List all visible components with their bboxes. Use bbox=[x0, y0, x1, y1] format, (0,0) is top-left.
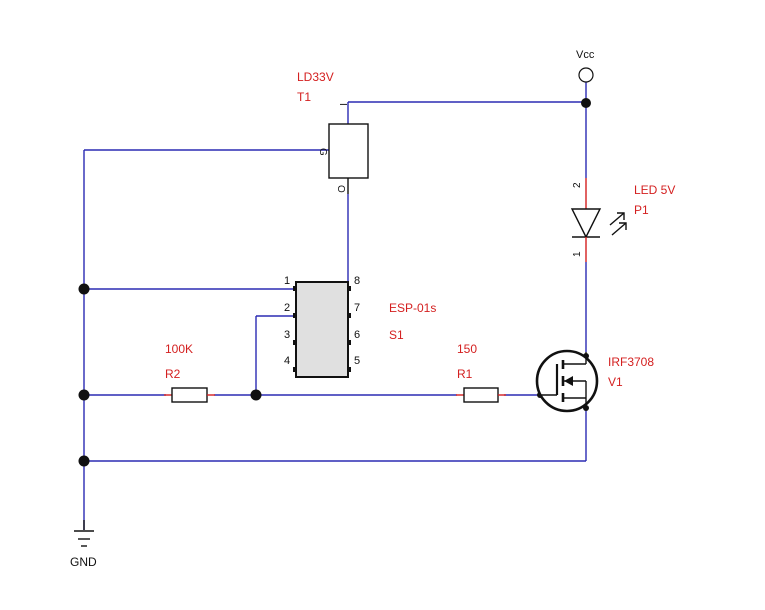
esp-pin-label-1: 1 bbox=[284, 275, 290, 287]
r1-ref-label: R1 bbox=[457, 367, 473, 381]
esp-pin-stub-1 bbox=[293, 286, 297, 291]
r1-value-label: 150 bbox=[457, 342, 477, 356]
gnd-label: GND bbox=[70, 555, 97, 569]
led-arrowhead-2 bbox=[619, 222, 627, 230]
esp-pin-stub-8 bbox=[347, 286, 351, 291]
junction-r2-left bbox=[78, 389, 90, 401]
esp-pin-stub-4 bbox=[293, 367, 297, 372]
esp-ref-label: S1 bbox=[389, 328, 404, 342]
regulator-pin-gnd: G bbox=[317, 148, 328, 156]
led-triangle bbox=[570, 208, 602, 239]
mosfet-ref-label: V1 bbox=[608, 375, 623, 389]
wires bbox=[83, 82, 587, 530]
led-p1: 2 1 LED 5V P1 bbox=[570, 178, 675, 262]
resistor-r2: 100K R2 bbox=[164, 342, 215, 403]
r2-value-label: 100K bbox=[165, 342, 193, 356]
resistor-r1: 150 R1 bbox=[456, 342, 506, 403]
r1-body bbox=[463, 387, 499, 403]
esp-pin-stub-7 bbox=[347, 313, 351, 318]
esp-pin-label-7: 7 bbox=[354, 302, 360, 314]
ground-symbol: GND bbox=[70, 520, 97, 569]
r2-body bbox=[171, 387, 208, 403]
esp-s1: 1 2 3 4 8 7 6 5 ESP-01s S1 bbox=[284, 275, 436, 378]
led-arrowhead-1 bbox=[617, 212, 625, 220]
regulator-pin-in: I bbox=[337, 103, 348, 106]
esp-pin-stub-6 bbox=[347, 340, 351, 345]
mosfet-type-label: IRF3708 bbox=[608, 355, 654, 369]
esp-pin-label-4: 4 bbox=[284, 355, 290, 367]
led-arrow-2 bbox=[611, 222, 627, 236]
regulator-type-label: LD33V bbox=[297, 70, 334, 84]
vcc-terminal: Vcc bbox=[576, 49, 595, 83]
regulator-t1: I G O LD33V T1 bbox=[297, 70, 369, 194]
esp-type-label: ESP-01s bbox=[389, 301, 436, 315]
regulator-pin-out: O bbox=[335, 185, 346, 193]
junction-r2-right bbox=[250, 389, 262, 401]
esp-pin-label-3: 3 bbox=[284, 329, 290, 341]
vcc-terminal-circle bbox=[578, 67, 594, 83]
esp-pin-label-2: 2 bbox=[284, 302, 290, 314]
esp-pin-stub-2 bbox=[293, 313, 297, 318]
esp-pin-label-8: 8 bbox=[354, 275, 360, 287]
vcc-label: Vcc bbox=[576, 49, 595, 61]
mosfet-arrow bbox=[564, 376, 573, 386]
esp-pin-stub-3 bbox=[293, 340, 297, 345]
r2-ref-label: R2 bbox=[165, 367, 181, 381]
esp-pin-label-5: 5 bbox=[354, 355, 360, 367]
mosfet-v1: IRF3708 V1 bbox=[535, 349, 654, 413]
regulator-body bbox=[328, 123, 369, 179]
led-arrow-1 bbox=[609, 212, 625, 226]
led-type-label: LED 5V bbox=[634, 183, 675, 197]
junction-gnd-bottom bbox=[78, 455, 90, 467]
junction-pin1 bbox=[78, 283, 90, 295]
esp-pin-stub-5 bbox=[347, 367, 351, 372]
led-ref-label: P1 bbox=[634, 203, 649, 217]
junction-vcc bbox=[581, 98, 591, 108]
led-pin-anode: 2 bbox=[572, 182, 583, 188]
led-pin-cathode: 1 bbox=[572, 251, 583, 257]
esp-pin-label-6: 6 bbox=[354, 329, 360, 341]
esp-body bbox=[295, 281, 349, 378]
regulator-ref-label: T1 bbox=[297, 90, 311, 104]
